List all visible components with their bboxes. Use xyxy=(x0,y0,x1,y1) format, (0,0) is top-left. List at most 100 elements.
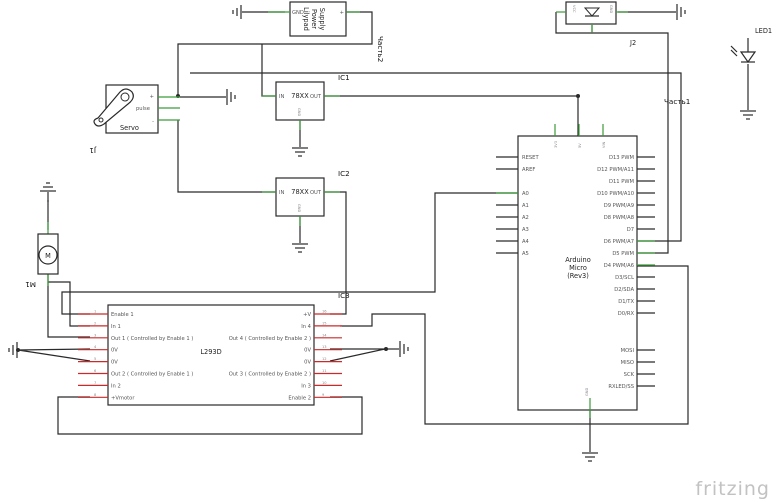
ic1-regulator: IN OUT 78XX GND IC1 xyxy=(262,73,350,130)
ic1-ref: IC1 xyxy=(338,73,350,82)
arduino-right-pin: MISO xyxy=(621,360,655,366)
arduino-pin-label: MOSI xyxy=(621,348,635,354)
l293-pin-label: In 1 xyxy=(111,324,121,330)
ic1-gnd-pin: GND xyxy=(297,108,301,116)
l293-pin-label: +Vmotor xyxy=(111,395,135,401)
l293-pin-number: 9 xyxy=(322,393,325,397)
l293-pin-number: 7 xyxy=(94,381,96,385)
l293-pin-label: 0V xyxy=(304,360,311,366)
arduino-left-pin: A4 xyxy=(496,239,530,245)
arduino-line3: (Rev3) xyxy=(567,272,589,280)
l293-pin-label: Out 1 ( Controlled by Enable 1 ) xyxy=(111,336,193,342)
arduino-right-pin: D7 xyxy=(627,227,655,233)
motor-m1: M M1 xyxy=(25,222,59,289)
arduino-pin-label: D8 PWM/A8 xyxy=(604,215,634,221)
arduino-pin-label: D13 PWM xyxy=(609,155,634,161)
arduino-pin-label: A3 xyxy=(522,227,529,233)
ic1-name: 78XX xyxy=(291,92,309,100)
arduino-pin-label: D1/TX xyxy=(618,299,634,305)
j2-connector: VCC GND J2 xyxy=(556,1,636,47)
l293-left-pin: 8+Vmotor xyxy=(78,393,135,401)
lilypad-power-supply: GND + Lilypad Power Supply xyxy=(268,1,360,37)
l293-pin-label: In 2 xyxy=(111,383,121,389)
l293-pin-number: 1 xyxy=(94,310,96,314)
ic2-out-pin: OUT xyxy=(310,190,322,196)
arduino-right-pin: D4 PWM/A6 xyxy=(604,263,655,269)
ic1-out-pin: OUT xyxy=(310,94,322,100)
l293-pin-number: 15 xyxy=(322,321,327,325)
ic2-in-pin: IN xyxy=(279,190,285,196)
arduino-line1: Arduino xyxy=(565,256,591,264)
psu-label-2: Power xyxy=(310,9,318,29)
arduino-pin-label: D9 PWM/A9 xyxy=(604,203,634,209)
arduino-top-pin: VIN xyxy=(602,124,606,148)
l293-pin-number: 10 xyxy=(322,381,327,385)
l293-pin-label: Out 2 ( Controlled by Enable 1 ) xyxy=(111,372,193,378)
arduino-pin-label: D2/SDA xyxy=(614,287,634,293)
servo-plus-pin: + xyxy=(150,94,154,100)
servo-label: Servo xyxy=(120,124,139,132)
arduino-right-pin: D0/RX xyxy=(618,311,655,317)
j1-ref: J1 xyxy=(89,146,97,155)
servo-minus-pin: - xyxy=(152,119,154,125)
arduino-left-pin: A1 xyxy=(496,203,529,209)
arduino-right-pin: RXLED/SS xyxy=(608,384,655,390)
l293-pin-number: 2 xyxy=(94,321,96,325)
l293-left-pin: 50V xyxy=(78,357,118,366)
arduino-pin-label: A2 xyxy=(522,215,529,221)
ic3-name: L293D xyxy=(200,348,221,356)
arduino-right-pin: D13 PWM xyxy=(609,155,655,161)
ic2-regulator: IN OUT 78XX GND IC2 xyxy=(262,169,350,226)
j2-gnd-pin: GND xyxy=(609,5,613,13)
arduino-left-pin: A0 xyxy=(496,191,529,197)
arduino-pin-label: D5 PWM xyxy=(612,251,634,257)
fritzing-logo: fritzing xyxy=(695,478,770,500)
psu-label-1: Lilypad xyxy=(302,7,310,31)
psu-label-3: Supply xyxy=(318,8,326,31)
arduino-right-pin: D2/SDA xyxy=(614,287,655,293)
l293-pin-number: 16 xyxy=(322,310,327,314)
l293-pin-number: 11 xyxy=(322,369,327,373)
l293-right-pin: 15 In 4 xyxy=(301,321,342,330)
arduino-line2: Micro xyxy=(569,264,587,272)
l293-pin-label: Out 3 ( Controlled by Enable 2 ) xyxy=(229,372,311,378)
l293-pin-label: In 4 xyxy=(301,324,311,330)
arduino-pin-label: D7 xyxy=(627,227,634,233)
arduino-pin-label: AREF xyxy=(522,167,535,173)
arduino-pin-label: SCK xyxy=(624,372,635,378)
l293-pin-label: In 3 xyxy=(301,383,311,389)
arduino-right-pin: D5 PWM xyxy=(612,251,655,257)
l293-right-pin: 10 In 3 xyxy=(301,381,342,389)
arduino-pin-label: RESET xyxy=(522,155,539,161)
l293-pin-label: Enable 1 xyxy=(111,312,134,318)
arduino-pin-label: A0 xyxy=(522,191,529,197)
arduino-right-pin: D1/TX xyxy=(618,299,655,305)
arduino-pin-label: RXLED/SS xyxy=(608,384,634,390)
arduino-pin-label: D3/SCL xyxy=(615,275,634,281)
arduino-right-pin: D10 PWM/A10 xyxy=(597,191,655,197)
l293-pin-number: 14 xyxy=(322,333,327,337)
arduino-right-pin: D3/SCL xyxy=(615,275,655,281)
arduino-left-pin: A3 xyxy=(496,227,529,233)
l293-pin-label: Out 4 ( Controlled by Enable 2 ) xyxy=(229,336,311,342)
chast2-label: Часть2 xyxy=(376,36,385,62)
arduino-pin-label: A1 xyxy=(522,203,529,209)
psu-gnd-pin: GND xyxy=(292,10,304,16)
arduino-pin-label: D0/RX xyxy=(618,311,635,317)
l293-pin-label: 0V xyxy=(304,348,311,354)
l293-pin-label: 0V xyxy=(111,360,118,366)
arduino-right-pin: D12 PWM/A11 xyxy=(597,167,655,173)
j2-ref: J2 xyxy=(629,39,636,47)
arduino-left-pin: RESET xyxy=(496,155,539,161)
l293-pin-label: +V xyxy=(303,312,311,318)
l293-left-pin: 2 In 1 xyxy=(78,321,121,330)
